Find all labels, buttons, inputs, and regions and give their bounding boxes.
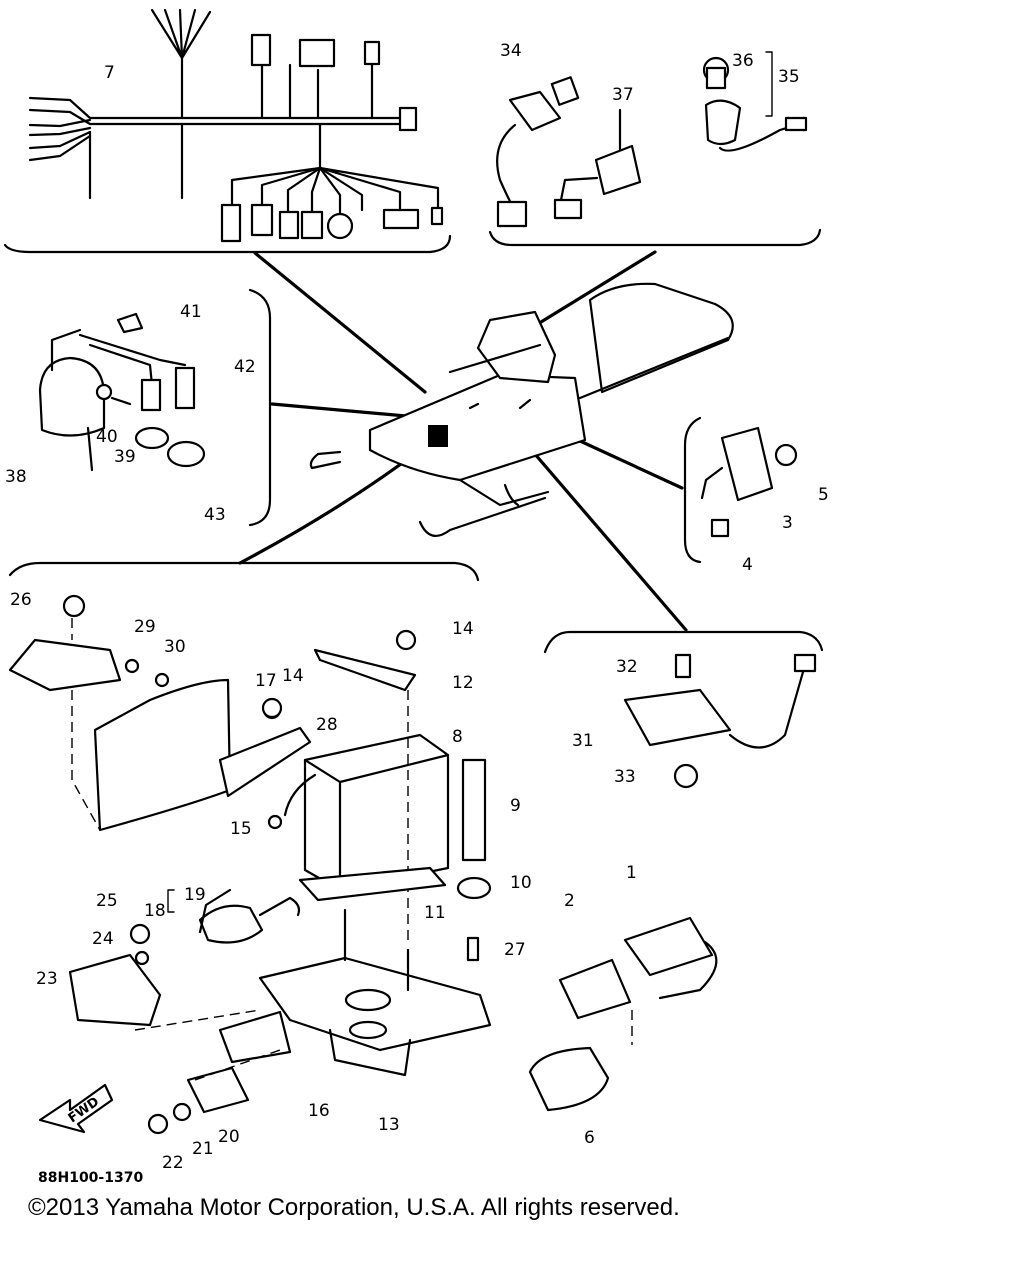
part-number: 14 xyxy=(452,619,474,639)
part-number: 28 xyxy=(316,715,338,735)
part-number: 17 xyxy=(255,671,277,691)
part-number: 29 xyxy=(134,617,156,637)
part-number: 12 xyxy=(452,673,474,693)
part-number: 13 xyxy=(378,1115,400,1135)
battery-area xyxy=(8,594,492,1135)
copyright-notice: ©2013 Yamaha Motor Corporation, U.S.A. A… xyxy=(28,1194,680,1221)
part-number: 3 xyxy=(782,513,793,533)
part-number: 2 xyxy=(564,891,575,911)
lamp-assembly xyxy=(702,51,808,152)
part-number: 43 xyxy=(204,505,226,525)
part-number: 36 xyxy=(732,51,754,71)
part-number: 6 xyxy=(584,1128,595,1148)
part-number: 1 xyxy=(626,863,637,883)
main-switch xyxy=(496,76,580,228)
wire-harness xyxy=(28,8,444,243)
part-number: 16 xyxy=(308,1101,330,1121)
part-number: 10 xyxy=(510,873,532,893)
regulator-unit xyxy=(700,426,798,538)
part-number: 23 xyxy=(36,969,58,989)
part-number: 42 xyxy=(234,357,256,377)
cdi-unit-group xyxy=(528,916,718,1112)
part-number: 5 xyxy=(818,485,829,505)
part-number: 25 xyxy=(96,891,118,911)
part-number-labels: 7 34 37 36 35 41 42 40 39 38 43 5 3 4 26… xyxy=(5,41,829,1173)
part-number: 32 xyxy=(616,657,638,677)
part-number: 33 xyxy=(614,767,636,787)
part-number: 9 xyxy=(510,796,521,816)
part-number: 24 xyxy=(92,929,114,949)
part-number: 27 xyxy=(504,940,526,960)
part-number: 21 xyxy=(192,1139,214,1159)
part-number: 26 xyxy=(10,590,32,610)
part-number: 39 xyxy=(114,447,136,467)
forward-arrow-icon: FWD xyxy=(38,1083,114,1134)
part-number: 4 xyxy=(742,555,753,575)
part-number: 15 xyxy=(230,819,252,839)
part-number: 8 xyxy=(452,727,463,747)
part-number: 37 xyxy=(612,85,634,105)
part-number: 35 xyxy=(778,67,800,87)
part-number: 34 xyxy=(500,41,522,61)
part-number: 30 xyxy=(164,637,186,657)
part-number: 7 xyxy=(104,63,115,83)
part-number: 11 xyxy=(424,903,446,923)
part-number: 22 xyxy=(162,1153,184,1173)
part-number: 38 xyxy=(5,467,27,487)
ignition-coil xyxy=(38,312,206,472)
panel-frames xyxy=(3,228,824,654)
toggle-switch xyxy=(553,108,642,220)
part-bracket xyxy=(167,889,175,913)
snowmobile xyxy=(309,282,734,538)
part-number: 31 xyxy=(572,731,594,751)
part-number: 14 xyxy=(282,666,304,686)
diagram-code: 88H100-1370 xyxy=(38,1170,144,1186)
part-number: 18 xyxy=(144,901,166,921)
part-number: 20 xyxy=(218,1127,240,1147)
relay-assembly xyxy=(623,653,817,789)
part-number: 41 xyxy=(180,302,202,322)
part-number: 19 xyxy=(184,885,206,905)
part-number: 40 xyxy=(96,427,118,447)
